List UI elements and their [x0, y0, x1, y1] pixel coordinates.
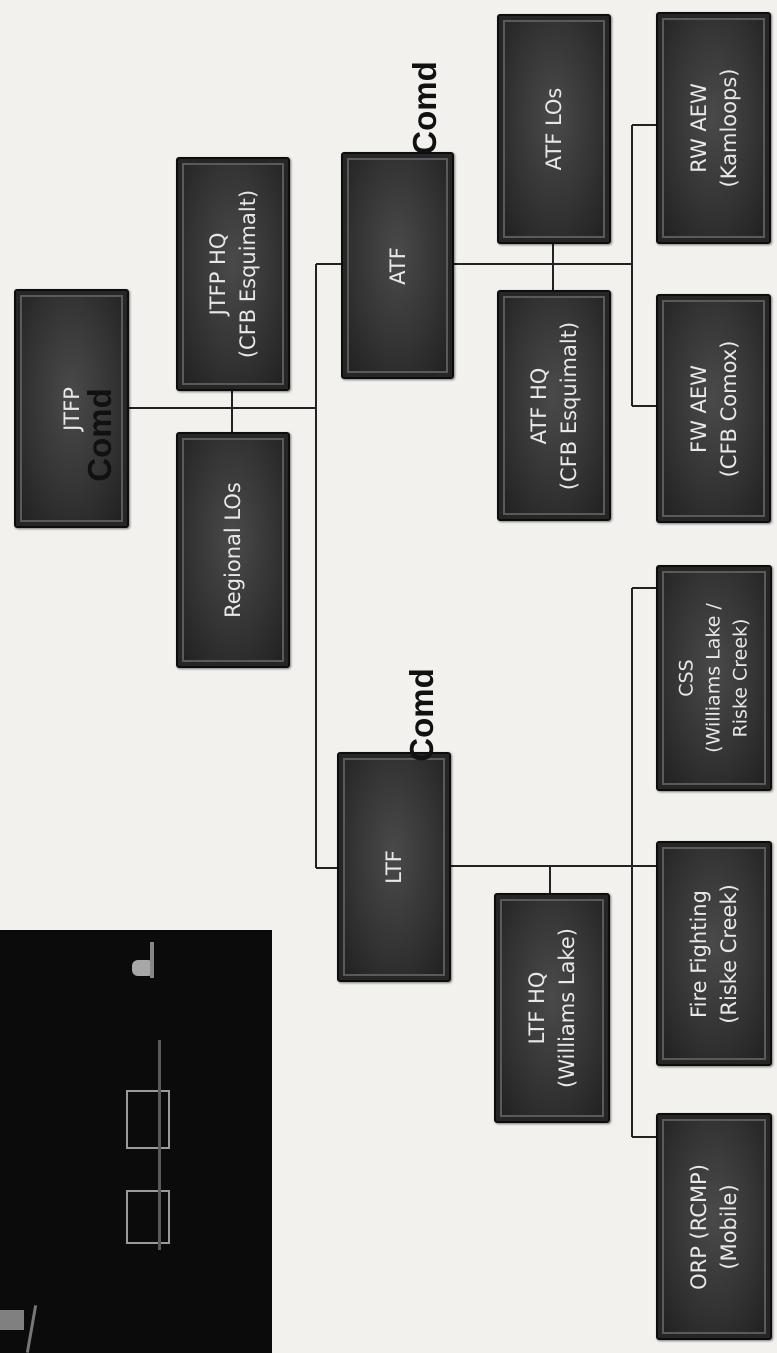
comd-label-atf: Comd	[406, 61, 444, 155]
box-ltf: LTF	[337, 752, 451, 982]
box-css-label: CSS (Williams Lake / Riske Creek)	[674, 603, 755, 753]
box-jtfp-hq-label: JTFP HQ (CFB Esquimalt)	[203, 190, 263, 358]
box-rw-aew: RW AEW (Kamloops)	[656, 12, 771, 244]
box-atf-hq: ATF HQ (CFB Esquimalt)	[497, 290, 611, 521]
box-atf-los: ATF LOs	[497, 14, 611, 244]
box-regional-los: Regional LOs	[176, 432, 290, 668]
comd-label-jtfp: Comd	[81, 388, 119, 482]
box-css: CSS (Williams Lake / Riske Creek)	[656, 565, 772, 791]
photo-vertical-line	[158, 1040, 161, 1250]
box-ltf-hq: LTF HQ (Williams Lake)	[494, 893, 610, 1123]
box-fw-aew: FW AEW (CFB Comox)	[656, 294, 771, 523]
box-atf-hq-label: ATF HQ (CFB Esquimalt)	[524, 321, 584, 489]
photo-edge-mark	[26, 1305, 37, 1353]
box-atf-label: ATF	[383, 247, 413, 285]
box-rw-aew-label: RW AEW (Kamloops)	[684, 69, 744, 188]
photo-building-outline	[126, 1090, 170, 1149]
photo-highlight	[150, 942, 154, 978]
box-fire-fighting: Fire Fighting (Riske Creek)	[656, 841, 772, 1066]
box-ltf-label: LTF	[379, 850, 409, 884]
comd-label-ltf: Comd	[403, 668, 441, 762]
box-fw-aew-label: FW AEW (CFB Comox)	[684, 340, 744, 477]
box-ltf-hq-label: LTF HQ (Williams Lake)	[522, 928, 582, 1088]
box-atf-los-label: ATF LOs	[539, 88, 569, 171]
photo-building-outline-2	[126, 1190, 170, 1244]
box-atf: ATF	[341, 152, 454, 379]
photo-corner-light	[0, 1310, 24, 1330]
box-fire-fighting-label: Fire Fighting (Riske Creek)	[684, 884, 744, 1024]
box-jtfp-hq: JTFP HQ (CFB Esquimalt)	[176, 157, 290, 391]
box-orp-label: ORP (RCMP) (Mobile)	[684, 1164, 744, 1290]
night-photo	[0, 930, 272, 1353]
box-orp: ORP (RCMP) (Mobile)	[656, 1113, 772, 1340]
box-regional-los-label: Regional LOs	[218, 482, 248, 618]
